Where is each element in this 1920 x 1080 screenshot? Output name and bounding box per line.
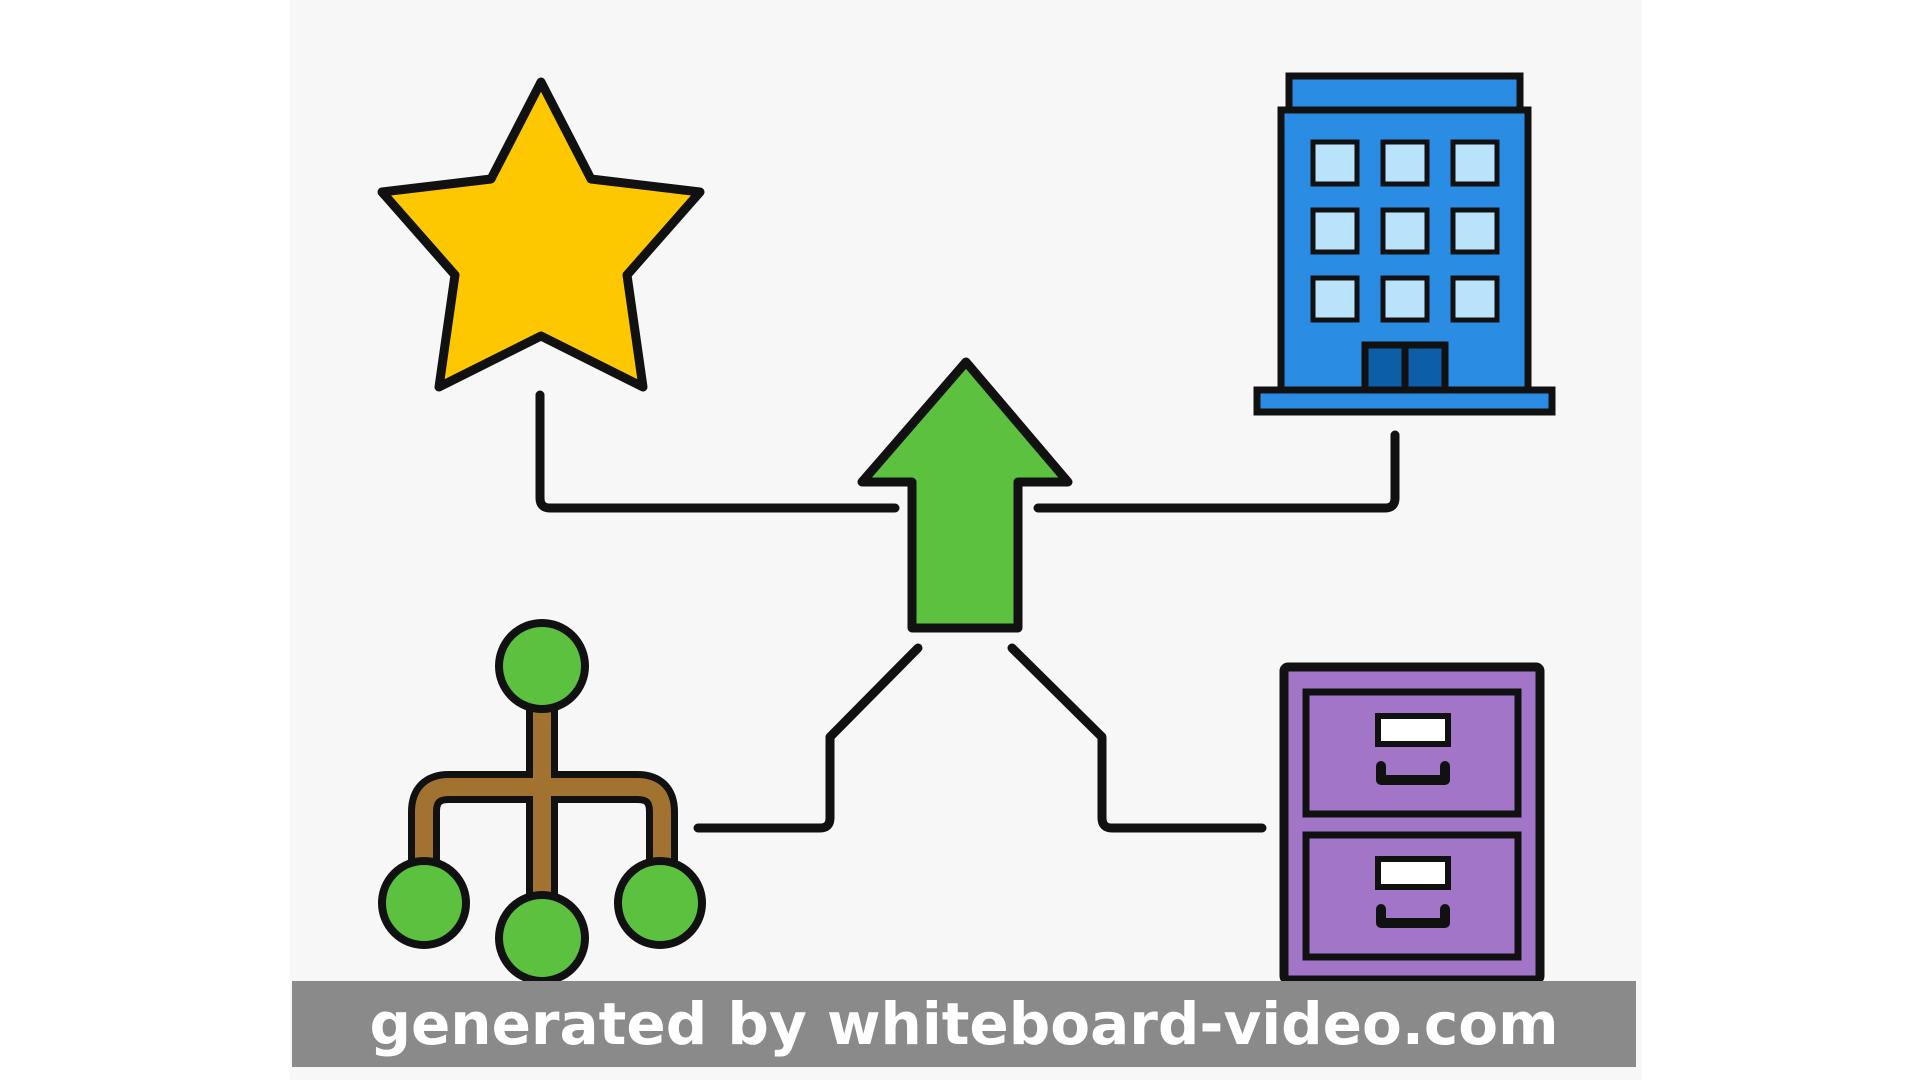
up-arrow-icon <box>857 357 1073 633</box>
connector-hierarchy <box>693 643 923 833</box>
connector-building <box>1033 430 1400 513</box>
hierarchy-tree-icon <box>378 619 706 985</box>
connector-star <box>535 390 900 513</box>
office-building-icon <box>1253 72 1556 416</box>
filing-cabinet-icon <box>1279 662 1545 993</box>
connector-cabinet <box>1007 643 1267 833</box>
watermark-banner: generated by whiteboard-video.com <box>292 981 1636 1067</box>
star-icon <box>377 77 705 392</box>
